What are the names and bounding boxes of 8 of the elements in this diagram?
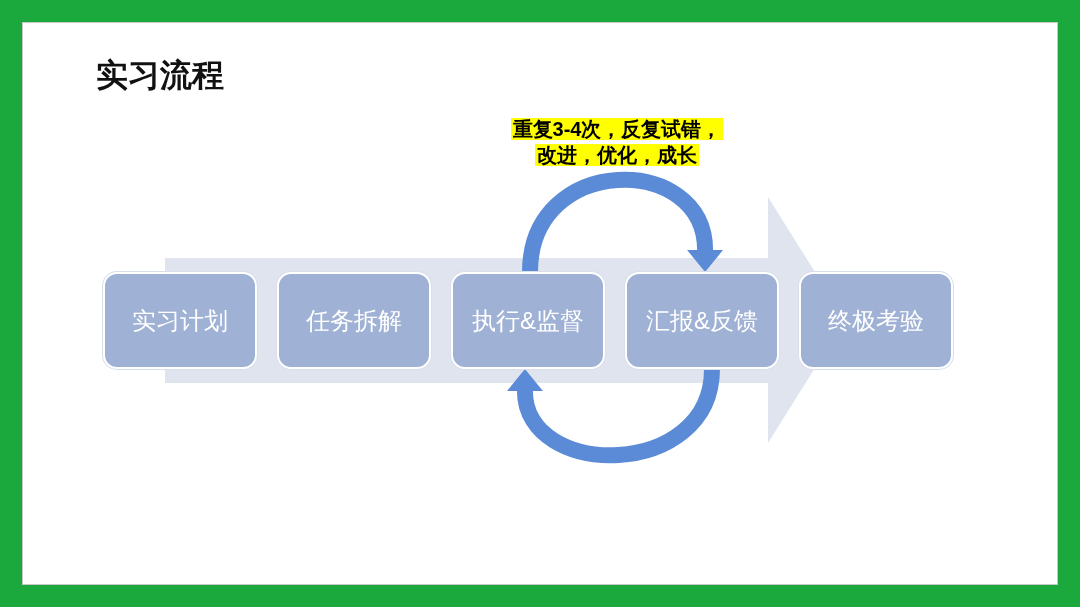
title: 实习流程: [96, 56, 224, 95]
process-box: 汇报&反馈: [625, 272, 779, 369]
process-box: 实习计划: [103, 272, 257, 369]
curved-arrow: [507, 367, 720, 463]
process-box: 执行&监督: [451, 272, 605, 369]
process-box: 任务拆解: [277, 272, 431, 369]
curved-arrow: [522, 172, 723, 273]
process-box: 终极考验: [799, 272, 953, 369]
